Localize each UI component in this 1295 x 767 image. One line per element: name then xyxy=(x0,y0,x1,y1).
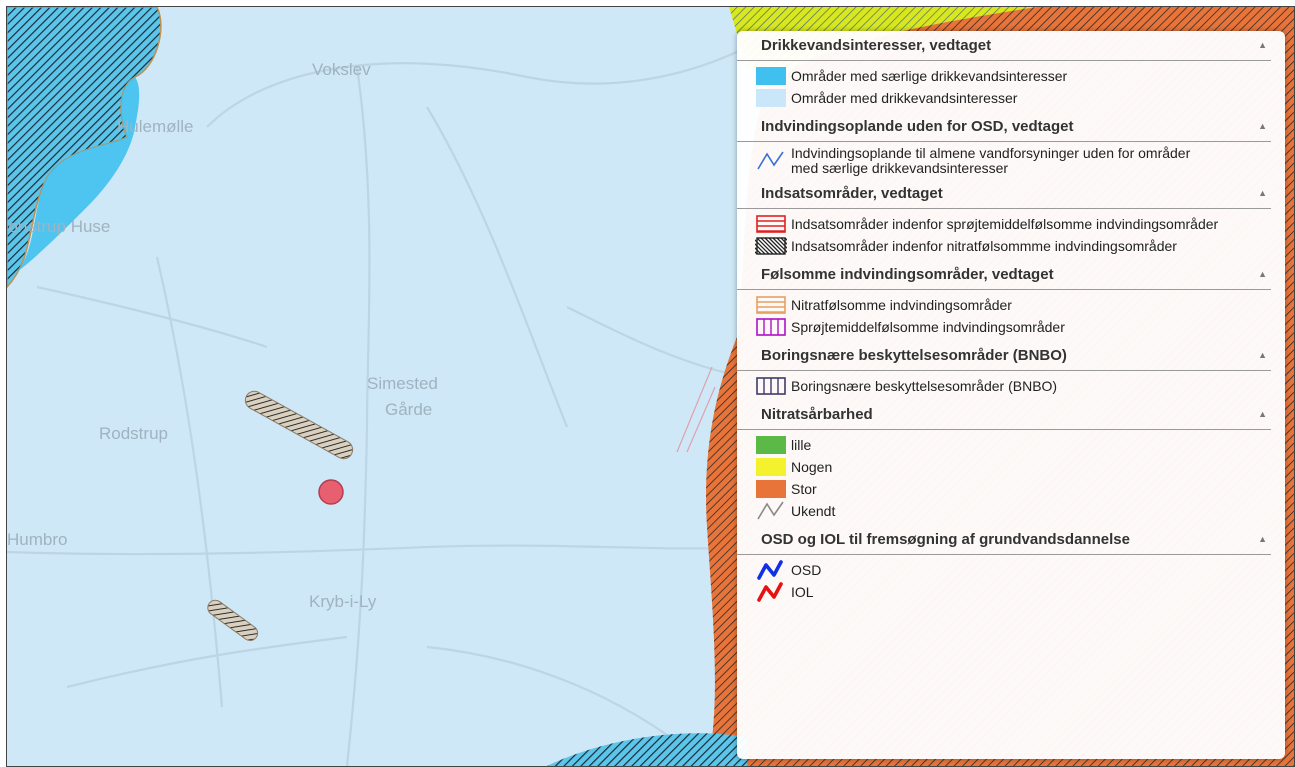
osd-hatched-area xyxy=(7,7,162,289)
legend-item-label: Indsatsområder indenfor nitratfølsommme … xyxy=(791,237,1177,254)
road-network xyxy=(7,46,748,766)
legend-items: Indsatsområder indenfor sprøjtemiddelføl… xyxy=(737,209,1285,260)
legend-symbol-icon xyxy=(755,235,791,257)
legend-item: Stor xyxy=(737,478,1285,500)
legend-section-title: OSD og IOL til fremsøgning af grundvands… xyxy=(761,531,1130,548)
legend-item-label: Områder med særlige drikkevandsinteresse… xyxy=(791,67,1068,84)
place-label: Vokslev xyxy=(312,60,371,79)
legend-item-label: IOL xyxy=(791,583,814,600)
legend-symbol-icon xyxy=(755,434,791,456)
legend-section-header[interactable]: Boringsnære beskyttelsesområder (BNBO) ▲ xyxy=(737,341,1271,371)
legend-item: lille xyxy=(737,434,1285,456)
legend-symbol-icon xyxy=(755,316,791,338)
legend-symbol-icon xyxy=(755,500,791,522)
legend-symbol-icon xyxy=(755,478,791,500)
collapse-arrow-icon[interactable]: ▲ xyxy=(1258,350,1267,360)
legend-section-title: Indvindingsoplande uden for OSD, vedtage… xyxy=(761,118,1074,135)
legend-item: Indvindingsoplande til almene vandforsyn… xyxy=(737,146,1285,176)
legend-symbol-icon xyxy=(755,150,791,172)
legend-item: Ukendt xyxy=(737,500,1285,522)
legend-section-header[interactable]: Indsatsområder, vedtaget ▲ xyxy=(737,179,1271,209)
legend-item-label: OSD xyxy=(791,561,822,578)
legend-symbol-icon xyxy=(755,581,791,603)
legend-symbol-icon xyxy=(755,375,791,397)
nitrate-zone-bottom xyxy=(547,733,747,766)
legend-symbol-icon xyxy=(755,294,791,316)
legend-item-label: Områder med drikkevandsinteresser xyxy=(791,89,1018,106)
place-label: Sortstrup Huse xyxy=(7,217,110,236)
collapse-arrow-icon[interactable]: ▲ xyxy=(1258,188,1267,198)
collapse-arrow-icon[interactable]: ▲ xyxy=(1258,269,1267,279)
boundary-line xyxy=(676,366,716,453)
legend-item-label: Indvindingsoplande til almene vandforsyn… xyxy=(791,145,1191,176)
legend-symbol-icon xyxy=(755,87,791,109)
legend-symbol-icon xyxy=(755,213,791,235)
legend-item: Boringsnære beskyttelsesområder (BNBO) xyxy=(737,375,1285,397)
legend-item: Områder med særlige drikkevandsinteresse… xyxy=(737,65,1285,87)
legend-section-title: Følsomme indvindingsområder, vedtaget xyxy=(761,266,1054,283)
legend-item: Indsatsområder indenfor nitratfølsommme … xyxy=(737,235,1285,257)
legend-section-header[interactable]: Følsomme indvindingsområder, vedtaget ▲ xyxy=(737,260,1271,290)
collapse-arrow-icon[interactable]: ▲ xyxy=(1258,121,1267,131)
legend-item-label: lille xyxy=(791,436,812,453)
legend-item: OSD xyxy=(737,559,1285,581)
map-legend: Drikkevandsinteresser, vedtaget ▲ Områder … xyxy=(737,31,1285,759)
legend-section-header[interactable]: Nitratsårbarhed ▲ xyxy=(737,400,1271,430)
legend-symbol-icon xyxy=(755,559,791,581)
legend-section-title: Drikkevandsinteresser, vedtaget xyxy=(761,37,992,54)
legend-section-header[interactable]: Indvindingsoplande uden for OSD, vedtage… xyxy=(737,112,1271,142)
legend-items: Indvindingsoplande til almene vandforsyn… xyxy=(737,142,1285,179)
legend-item-label: Stor xyxy=(791,480,817,497)
legend-section-title: Boringsnære beskyttelsesområder (BNBO) xyxy=(761,347,1067,364)
legend-item-label: Nitratfølsomme indvindingsområder xyxy=(791,296,1012,313)
place-label: Kryb-i-Ly xyxy=(309,592,377,611)
legend-section-title: Indsatsområder, vedtaget xyxy=(761,185,943,202)
well-marker[interactable] xyxy=(318,479,344,505)
legend-section-header[interactable]: OSD og IOL til fremsøgning af grundvands… xyxy=(737,525,1271,555)
abstraction-area-feature[interactable] xyxy=(242,388,356,462)
legend-items: OSD IOL xyxy=(737,555,1285,606)
abstraction-area-feature[interactable] xyxy=(205,597,261,643)
map-frame: Vokslev Hulemølle Sortstrup Huse Simeste… xyxy=(6,6,1295,767)
legend-items: Boringsnære beskyttelsesområder (BNBO) xyxy=(737,371,1285,400)
legend-item-label: Ukendt xyxy=(791,502,836,519)
legend-item-label: Nogen xyxy=(791,458,833,475)
legend-item: Nitratfølsomme indvindingsområder xyxy=(737,294,1285,316)
collapse-arrow-icon[interactable]: ▲ xyxy=(1258,40,1267,50)
legend-item-label: Boringsnære beskyttelsesområder (BNBO) xyxy=(791,377,1058,394)
legend-section-title: Nitratsårbarhed xyxy=(761,406,873,423)
place-label: Humbro xyxy=(7,530,67,549)
legend-item: Nogen xyxy=(737,456,1285,478)
place-label: Hulemølle xyxy=(117,117,194,136)
legend-item: Indsatsområder indenfor sprøjtemiddelføl… xyxy=(737,213,1285,235)
collapse-arrow-icon[interactable]: ▲ xyxy=(1258,409,1267,419)
legend-item: Områder med drikkevandsinteresser xyxy=(737,87,1285,109)
legend-item: IOL xyxy=(737,581,1285,603)
legend-section-header[interactable]: Drikkevandsinteresser, vedtaget ▲ xyxy=(737,31,1271,61)
legend-item-label: Sprøjtemiddelfølsomme indvindingsområder xyxy=(791,318,1065,335)
special-drinking-water-area xyxy=(17,77,140,272)
place-label: Rodstrup xyxy=(99,424,168,443)
legend-item-label: Indsatsområder indenfor sprøjtemiddelføl… xyxy=(791,215,1219,232)
legend-symbol-icon xyxy=(755,65,791,87)
place-label: Gårde xyxy=(385,400,432,419)
legend-items: Områder med særlige drikkevandsinteresse… xyxy=(737,61,1285,112)
place-label: Simested xyxy=(367,374,438,393)
legend-symbol-icon xyxy=(755,456,791,478)
collapse-arrow-icon[interactable]: ▲ xyxy=(1258,534,1267,544)
legend-item: Sprøjtemiddelfølsomme indvindingsområder xyxy=(737,316,1285,338)
